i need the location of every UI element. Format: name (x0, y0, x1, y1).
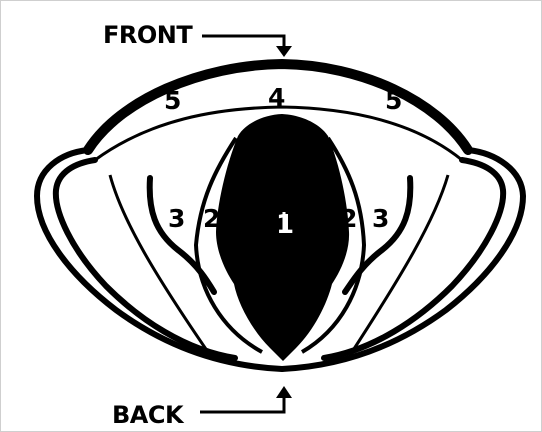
region-1-label: 1 (276, 210, 294, 240)
region-5-left-label: 5 (164, 86, 181, 115)
front-arrow-line (202, 36, 284, 50)
region-2-left-label: 2 (203, 204, 220, 233)
region-5-right-label: 5 (385, 86, 402, 115)
front-arrow-head (276, 46, 292, 57)
back-arrow-head (276, 386, 292, 398)
region-3-left-label: 3 (168, 204, 185, 233)
region-4-label: 4 (268, 83, 285, 112)
region-2-right-label: 2 (340, 204, 357, 233)
back-label: BACK (112, 401, 185, 429)
front-label: FRONT (103, 21, 193, 49)
back-arrow-line (200, 395, 284, 412)
region-3-right-label: 3 (372, 204, 389, 233)
